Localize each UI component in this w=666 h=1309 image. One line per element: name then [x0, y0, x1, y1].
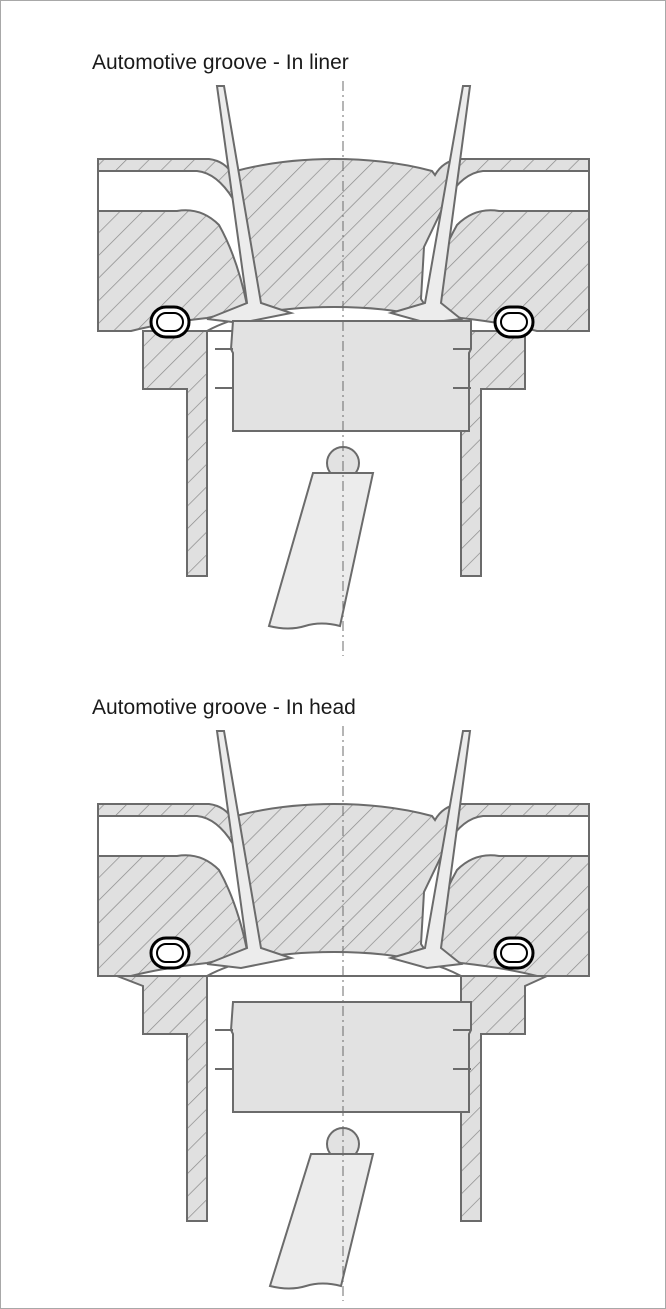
engine-cross-section-liner	[97, 81, 590, 656]
connecting-rod	[268, 1153, 375, 1290]
diagram-title-head: Automotive groove - In head	[92, 696, 356, 719]
cylinder-liner-left	[142, 330, 208, 577]
piston	[229, 320, 472, 432]
intake-port	[97, 170, 253, 308]
piston	[229, 1001, 472, 1113]
cylinder-liner-right	[460, 330, 526, 577]
o-ring-seal-icon	[149, 936, 191, 970]
piston-ring-grooves	[215, 348, 471, 389]
engine-cross-section-head	[97, 726, 590, 1301]
cylinder-liner-right	[460, 975, 548, 1222]
o-ring-seal-icon	[493, 936, 535, 970]
diagram-title-liner: Automotive groove - In liner	[92, 51, 349, 74]
connecting-rod	[267, 472, 375, 630]
exhaust-valve	[387, 730, 472, 970]
piston-ring-grooves	[215, 1029, 471, 1070]
intake-valve	[206, 730, 295, 970]
o-ring-seal-icon	[149, 305, 191, 339]
cylinder-liner-left	[116, 975, 208, 1222]
o-ring-seal-icon	[493, 305, 535, 339]
intake-valve	[206, 85, 295, 325]
intake-port	[97, 815, 253, 953]
